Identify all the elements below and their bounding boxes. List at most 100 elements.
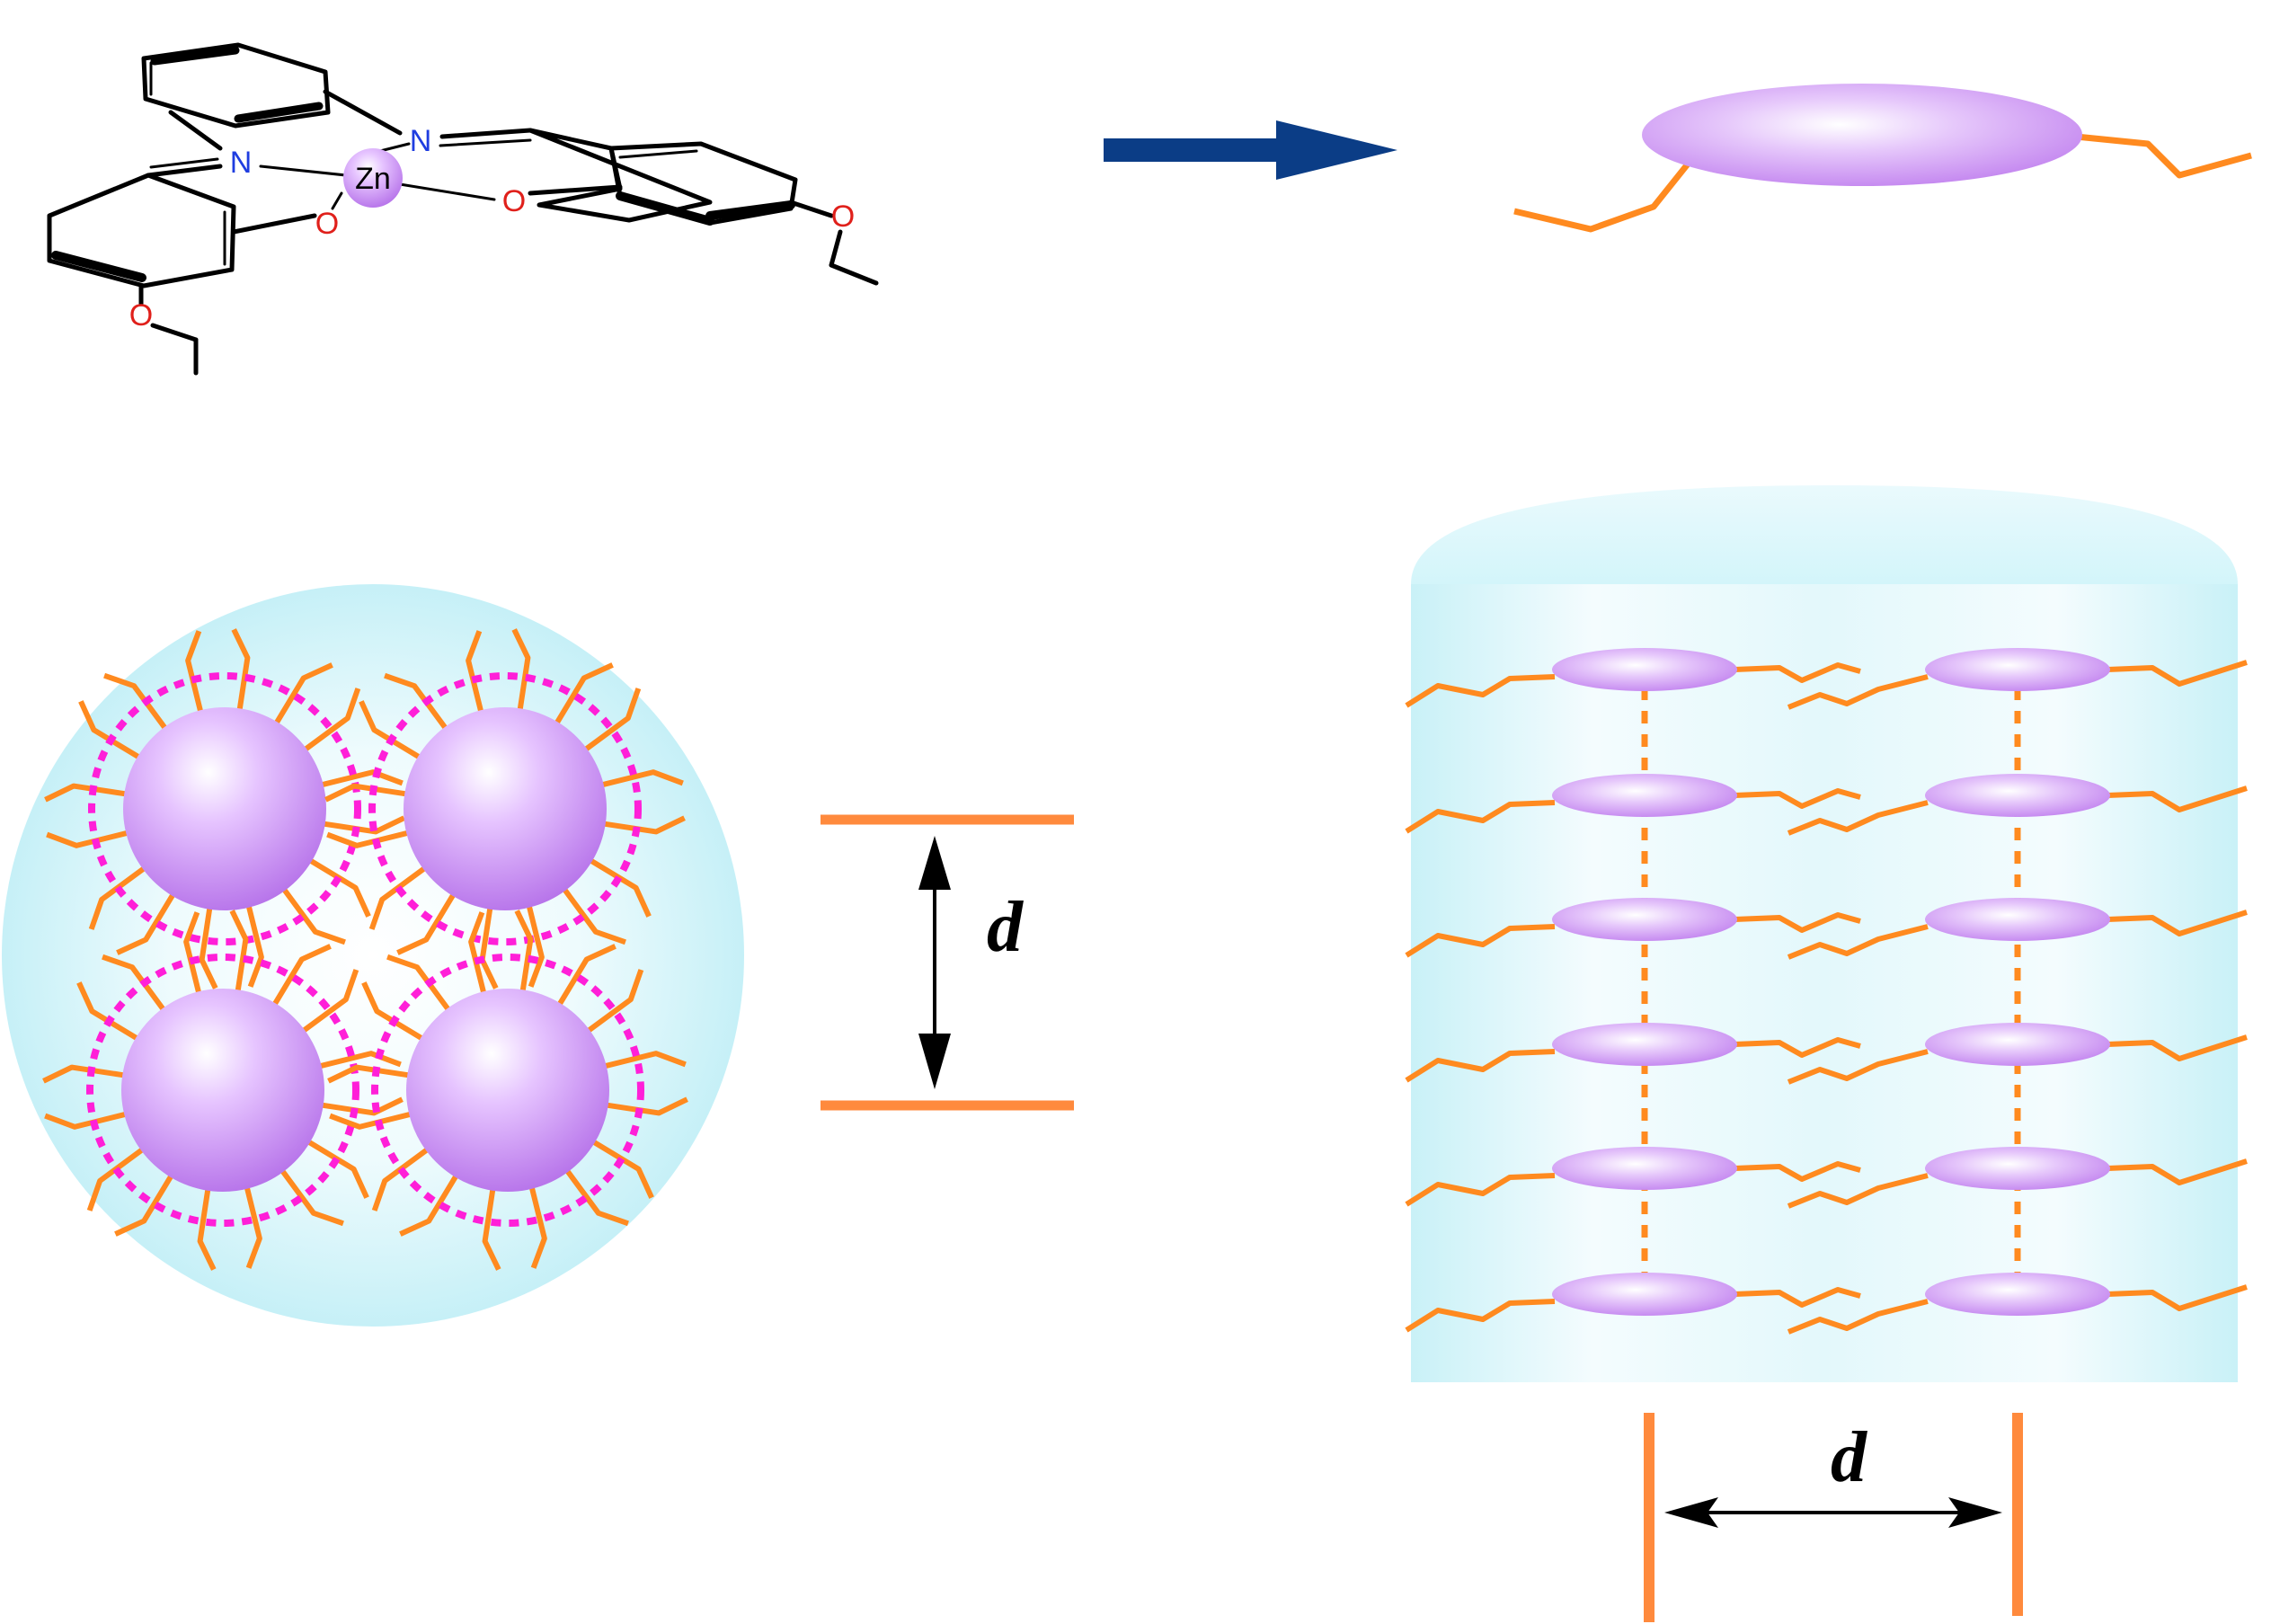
alkyl-tail: [183, 911, 202, 995]
stacked-mesogen: [1405, 648, 1861, 708]
alkyl-tail: [2107, 1284, 2248, 1311]
alkyl-tail: [1734, 788, 1861, 809]
alkyl-tail: [605, 1096, 688, 1116]
alkyl-tail: [302, 688, 361, 753]
spacing-marker-vertical: d: [821, 814, 1074, 1111]
alkyl-tail: [1405, 800, 1556, 834]
stacked-mesogen: [1405, 898, 1861, 958]
dotted-shell: [88, 672, 361, 945]
coordination-bond: [259, 164, 348, 177]
alkyl-tail: [326, 830, 410, 848]
stacked-mesogen: [1405, 1273, 1861, 1333]
alkyl-tail: [514, 910, 534, 993]
mesogen-core-ellipse: [1925, 1147, 2110, 1190]
bond: [146, 164, 223, 178]
micelle-core-sphere: [404, 707, 607, 910]
ethoxy-chain: [829, 262, 879, 286]
alkyl-tail: [582, 688, 642, 753]
alkyl-tail: [384, 672, 449, 732]
alkyl-tail: [359, 700, 422, 760]
micelle-unit: [327, 910, 688, 1271]
column-top-cap: [1411, 485, 2238, 584]
alkyl-tail: [371, 1146, 430, 1211]
alkyl-tail: [585, 969, 644, 1034]
alkyl-tail: [1405, 674, 1556, 708]
d-spacing-label: d: [987, 888, 1024, 967]
column-background: [1411, 584, 2238, 1382]
arrowhead: [1664, 1497, 1718, 1528]
alkyl-tail: [1405, 1299, 1556, 1333]
alkyl-tail: [468, 911, 487, 995]
alkyl-tail: [600, 769, 684, 788]
alkyl-tail: [602, 815, 686, 835]
alkyl-tail: [1787, 674, 1929, 710]
dotted-shell: [86, 954, 359, 1227]
alkyl-tail: [279, 1167, 344, 1227]
alkyl-tail: [185, 630, 204, 714]
alkyl-tail: [1787, 800, 1929, 836]
alkyl-tail: [482, 1187, 501, 1271]
alkyl-tail: [1734, 662, 1861, 683]
alkyl-tail: [526, 904, 545, 988]
alkyl-tail: [320, 1096, 404, 1116]
mesogen-core-ellipse: [1925, 774, 2110, 817]
alkyl-tail: [1787, 1173, 1929, 1209]
alkyl-tail: [306, 1139, 369, 1199]
alkyl-tail: [1405, 1173, 1556, 1207]
micelle-unit: [42, 910, 404, 1271]
alkyl-tail-right: [2075, 133, 2252, 179]
stacked-mesogen: [1787, 1023, 2248, 1085]
mesogen-core-ellipse: [1552, 774, 1737, 817]
oxygen-atom-label: O: [502, 184, 526, 218]
mesogen-core-ellipse: [1552, 1023, 1737, 1066]
alkyl-tail: [396, 892, 457, 955]
alkyl-tail: [76, 981, 140, 1042]
alkyl-tail: [273, 662, 333, 726]
micelle-unit: [324, 628, 686, 989]
alkyl-tail: [86, 1146, 146, 1211]
stacked-mesogen: [1787, 1147, 2248, 1209]
alkyl-tail: [280, 886, 346, 945]
alkyl-tail: [1405, 924, 1556, 958]
arrowhead: [918, 1034, 951, 1089]
mesogen-core-ellipse: [1925, 898, 2110, 941]
alkyl-tail: [307, 857, 371, 918]
alkyl-tail: [102, 954, 167, 1013]
micelle-core-sphere: [121, 989, 324, 1192]
zn-atom-label: Zn: [355, 162, 391, 196]
columnar-assembly: [1405, 485, 2248, 1382]
alkyl-tail: [1734, 912, 1861, 933]
alkyl-tail: [2107, 1158, 2248, 1185]
alkyl-tail: [318, 1051, 402, 1069]
mesogen-core-ellipse: [1552, 1273, 1737, 1316]
alkyl-tail: [46, 830, 129, 848]
bond: [528, 184, 623, 196]
d-spacing-label: d: [1831, 1418, 1867, 1497]
alkyl-tail: [361, 981, 425, 1042]
alkyl-tail: [511, 628, 531, 712]
alkyl-tail: [199, 906, 218, 989]
oxygen-atom-label: O: [315, 207, 339, 241]
alkyl-tail: [1734, 1037, 1861, 1058]
alkyl-tail: [590, 1139, 654, 1199]
mesogen-core-ellipse: [1925, 1023, 2110, 1066]
arrowhead: [918, 836, 951, 890]
bond: [231, 213, 317, 235]
alkyl-tail: [2107, 785, 2248, 812]
bond: [788, 200, 834, 218]
arrowhead: [1948, 1497, 2002, 1528]
alkyl-tail: [42, 1064, 126, 1084]
mesogen-core-ellipse: [1642, 84, 2082, 186]
micelle-unit: [44, 628, 405, 989]
coordination-bond: [331, 191, 343, 210]
micelle-core-sphere: [406, 989, 609, 1192]
oxygen-atom-label: O: [831, 200, 855, 234]
dotted-shell: [371, 954, 644, 1227]
micelle-background: [2, 584, 744, 1327]
alkyl-tail: [554, 662, 614, 726]
stacked-mesogen: [1405, 1023, 1861, 1083]
alkyl-tail: [245, 904, 264, 988]
nitrogen-atom-label: N: [230, 146, 253, 180]
stacked-mesogen: [1405, 1147, 1861, 1207]
alkyl-tail: [78, 700, 142, 760]
